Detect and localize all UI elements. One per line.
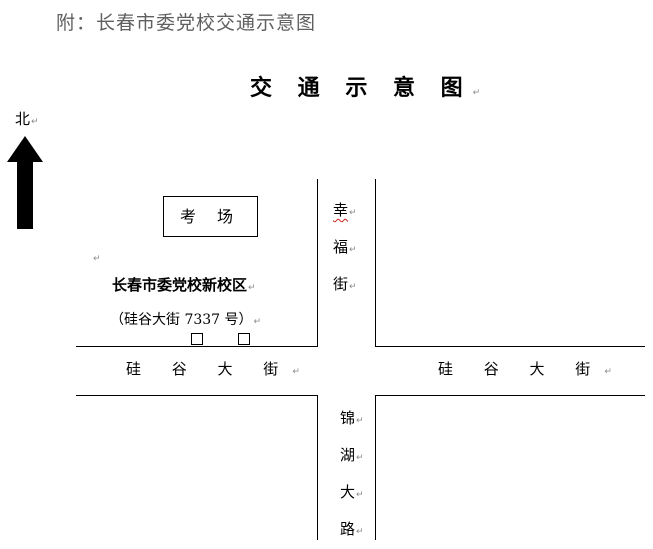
street-label-south: 锦↵ 湖↵ 大↵ 路↵ [340, 401, 364, 549]
north-arrow-icon [7, 136, 43, 229]
road-edge-north-east [375, 179, 376, 347]
road-edge-east-south [375, 395, 645, 396]
campus-address: （硅谷大街 7337 号）↵ [110, 312, 262, 328]
paragraph-mark: ↵ [604, 367, 612, 377]
paragraph-mark: ↵ [31, 117, 39, 127]
street-char: 湖↵ [340, 446, 364, 464]
street-label-west: 硅 谷 大 街↵ [126, 360, 300, 378]
paragraph-mark: ↵ [253, 317, 262, 327]
map-title: 交 通 示 意 图↵ [250, 75, 481, 101]
street-label-north: 幸↵ 福↵ 街↵ [333, 193, 357, 304]
road-edge-south-east [375, 395, 376, 540]
street-char: 福↵ [333, 238, 357, 256]
road-edge-north-west [317, 179, 318, 347]
exam-room-label: 考 场 [179, 207, 242, 226]
paragraph-mark: ↵ [93, 254, 101, 264]
street-char: 大↵ [340, 483, 364, 501]
street-char: 幸↵ [333, 201, 357, 219]
road-edge-east-north [375, 346, 645, 347]
paragraph-mark: ↵ [472, 88, 481, 98]
street-char: 街↵ [333, 275, 357, 293]
exam-room-box: 考 场 [163, 196, 258, 237]
street-char: 路↵ [340, 520, 364, 538]
campus-gate-west [191, 333, 203, 345]
campus-gate-east [238, 333, 250, 345]
road-edge-west-north [76, 346, 318, 347]
road-edge-west-south [76, 395, 318, 396]
paragraph-mark: ↵ [248, 283, 256, 293]
campus-name: 长春市委党校新校区↵ [112, 276, 256, 294]
street-char: 锦↵ [340, 409, 364, 427]
road-edge-south-west [317, 395, 318, 540]
document-caption: 附：长春市委党校交通示意图 [56, 12, 317, 34]
street-label-east: 硅 谷 大 街↵ [438, 360, 612, 378]
paragraph-mark: ↵ [292, 367, 300, 377]
north-label: 北↵ [15, 110, 39, 128]
